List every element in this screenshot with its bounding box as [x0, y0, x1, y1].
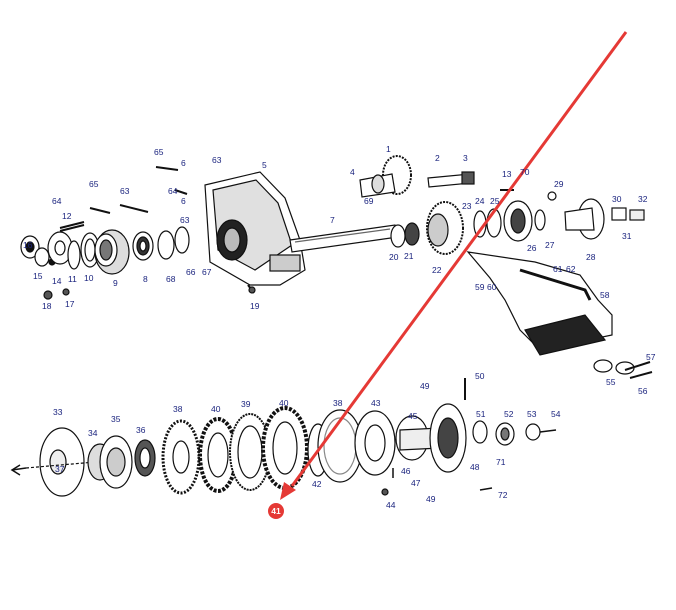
part-label-43: 43 — [371, 398, 381, 408]
part-label-71: 71 — [496, 457, 506, 467]
part-label-35: 35 — [111, 414, 121, 424]
part-label-44: 44 — [386, 500, 396, 510]
part-label-66: 66 — [186, 267, 196, 277]
part-label-28: 28 — [586, 252, 596, 262]
part-label-17: 17 — [65, 299, 75, 309]
part-label-11: 11 — [68, 274, 77, 284]
part-label-31: 31 — [622, 231, 632, 241]
part-label-62: 62 — [566, 264, 576, 274]
part-label-6: 6 — [181, 196, 186, 206]
part-label-49: 49 — [420, 381, 430, 391]
part-label-27: 27 — [545, 240, 555, 250]
part-label-40: 40 — [211, 404, 221, 414]
part-label-67: 67 — [202, 267, 212, 277]
part-label-26: 26 — [527, 243, 537, 253]
part-label-16: 16 — [23, 240, 33, 250]
part-label-8: 8 — [143, 274, 148, 284]
part-label-25: 25 — [490, 196, 500, 206]
part-label-9: 9 — [113, 278, 118, 288]
part-label-14: 14 — [52, 276, 62, 286]
part-label-5: 5 — [262, 160, 267, 170]
part-label-30: 30 — [612, 194, 622, 204]
part-label-52: 52 — [504, 409, 514, 419]
part-label-68: 68 — [166, 274, 176, 284]
part-label-38: 38 — [173, 404, 183, 414]
part-label-50: 50 — [475, 371, 485, 381]
part-label-2: 2 — [435, 153, 440, 163]
part-label-20: 20 — [389, 252, 399, 262]
part-label-32: 32 — [638, 194, 648, 204]
part-label-65: 65 — [89, 179, 99, 189]
part-label-63: 63 — [212, 155, 222, 165]
part-label-1: 1 — [386, 144, 391, 154]
part-label-47: 47 — [411, 478, 421, 488]
part-label-40: 40 — [279, 398, 289, 408]
part-label-72: 72 — [498, 490, 508, 500]
part-label-45: 45 — [408, 411, 418, 421]
part-label-18: 18 — [42, 301, 52, 311]
part-label-10: 10 — [84, 273, 94, 283]
part-label-6: 6 — [181, 158, 186, 168]
part-label-21: 21 — [404, 251, 414, 261]
part-label-49: 49 — [426, 494, 436, 504]
part-label-24: 24 — [475, 196, 485, 206]
part-label-33: 33 — [53, 407, 63, 417]
part-label-70: 70 — [520, 167, 530, 177]
part-label-29: 29 — [554, 179, 564, 189]
part-label-48: 48 — [470, 462, 480, 472]
part-label-64: 64 — [168, 186, 178, 196]
part-label-59: 59 — [475, 282, 485, 292]
highlighted-part-badge[interactable]: 41 — [268, 503, 284, 519]
part-label-60: 60 — [487, 282, 497, 292]
part-label-55: 55 — [606, 377, 616, 387]
part-label-65: 65 — [154, 147, 164, 157]
upper-assembly — [20, 155, 653, 379]
part-label-37: 37 — [55, 464, 65, 474]
part-label-54: 54 — [551, 409, 561, 419]
part-label-7: 7 — [330, 215, 335, 225]
part-label-51: 51 — [476, 409, 486, 419]
part-label-36: 36 — [136, 425, 146, 435]
part-label-63: 63 — [180, 215, 190, 225]
part-label-22: 22 — [432, 265, 442, 275]
part-label-61: 61 — [553, 264, 563, 274]
part-label-23: 23 — [462, 201, 472, 211]
lower-assembly — [10, 378, 557, 497]
part-label-19: 19 — [250, 301, 260, 311]
part-label-58: 58 — [600, 290, 610, 300]
part-label-12: 12 — [62, 211, 72, 221]
part-label-4: 4 — [350, 167, 355, 177]
highlight-arrow — [280, 31, 628, 500]
part-label-46: 46 — [401, 466, 411, 476]
part-label-63: 63 — [120, 186, 130, 196]
part-label-57: 57 — [646, 352, 656, 362]
part-label-15: 15 — [33, 271, 43, 281]
part-label-53: 53 — [527, 409, 537, 419]
part-label-13: 13 — [502, 169, 512, 179]
part-label-34: 34 — [88, 428, 98, 438]
part-label-69: 69 — [364, 196, 374, 206]
part-label-42: 42 — [312, 479, 322, 489]
part-label-3: 3 — [463, 153, 468, 163]
part-label-39: 39 — [241, 399, 251, 409]
part-label-38: 38 — [333, 398, 343, 408]
part-label-56: 56 — [638, 386, 648, 396]
part-label-64: 64 — [52, 196, 62, 206]
